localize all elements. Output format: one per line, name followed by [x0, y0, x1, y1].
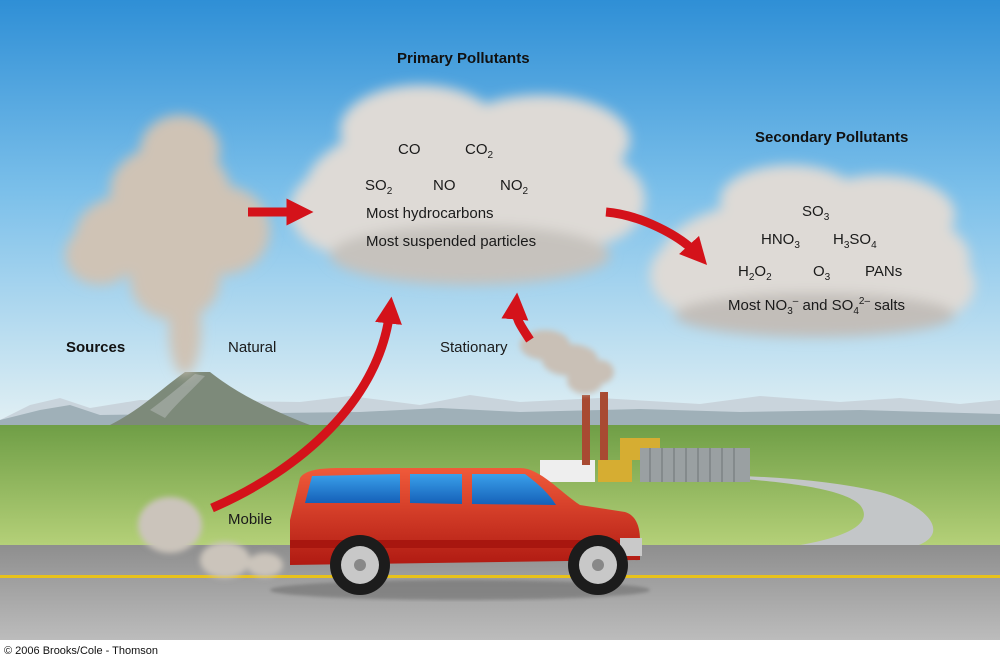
secondary-pans: PANs: [865, 263, 903, 280]
primary-pollutants-title: Primary Pollutants: [397, 50, 530, 67]
primary-co2: CO2: [465, 141, 494, 161]
arrow-primary-to-secondary: [605, 207, 708, 266]
winding-road: [690, 475, 934, 550]
primary-so2: SO2: [365, 177, 393, 197]
secondary-salts: Most NO3– and SO42– salts: [728, 296, 906, 317]
primary-co: CO: [398, 141, 421, 158]
volcano-plume: [65, 115, 270, 375]
natural-label: Natural: [228, 339, 277, 356]
suv-car: [270, 468, 650, 600]
scene-svg: [0, 0, 1000, 640]
primary-no2: NO2: [500, 177, 529, 197]
secondary-cloud: [650, 165, 975, 337]
factory: [540, 392, 750, 482]
sources-title: Sources: [66, 339, 126, 356]
primary-no: NO: [433, 177, 456, 194]
illustration-scene: Primary Pollutants Secondary Pollutants …: [0, 0, 1000, 640]
secondary-h2o2: H2O2: [738, 263, 772, 283]
secondary-o3: O3: [813, 263, 831, 283]
secondary-so3: SO3: [802, 203, 830, 223]
arrow-stationary-to-primary: [501, 292, 534, 343]
secondary-h3so4: H3SO4: [833, 231, 877, 251]
mobile-label: Mobile: [228, 511, 273, 528]
exhaust-smoke: [138, 497, 283, 578]
arrow-mobile-to-primary: [210, 296, 402, 513]
secondary-pollutants-title: Secondary Pollutants: [755, 129, 909, 146]
primary-cloud: [290, 85, 645, 285]
road-center-line: [0, 575, 1000, 578]
stationary-label: Stationary: [440, 339, 508, 356]
primary-hydrocarbons: Most hydrocarbons: [366, 205, 494, 222]
copyright-notice: © 2006 Brooks/Cole - Thomson: [4, 645, 159, 657]
primary-particles: Most suspended particles: [366, 233, 537, 250]
secondary-hno3: HNO3: [761, 231, 800, 251]
